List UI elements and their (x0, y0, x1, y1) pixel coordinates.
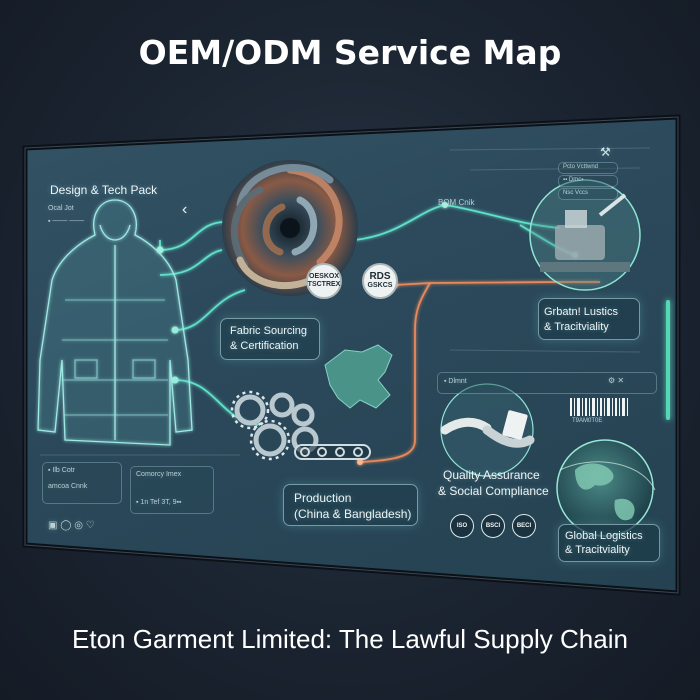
wrench-icon[interactable]: ⚒ (600, 145, 611, 159)
fabric-label-line2: & Certification (230, 340, 299, 352)
logistics-top-line1: Grbatn! Lustics (544, 306, 618, 318)
qa-panel-title: ▪ Dlmnt (444, 378, 467, 385)
footer-tagline: Eton Garment Limited: The Lawful Supply … (72, 624, 628, 654)
cert-beci-badge: BECI (512, 514, 536, 538)
logistics-bar-2: ▪▪ Dmc▪ (558, 175, 618, 187)
logistics-bottom-card[interactable]: Global Logistics & Tracitviality (558, 524, 660, 562)
handshake-graphic (440, 383, 535, 477)
logistics-bottom-line1: Global Logistics (565, 530, 643, 542)
jacket-wireframe (37, 199, 193, 446)
production-line2: (China & Bangladesh) (294, 507, 412, 521)
chevron-left-icon[interactable]: ‹ (182, 201, 188, 218)
conveyor-graphic (294, 444, 371, 460)
fabric-sourcing-card[interactable]: Fabric Sourcing & Certification (220, 318, 320, 360)
bottom-toolbar-icons[interactable]: ▣ ◯ ◎ ♡ (48, 520, 95, 531)
qa-label-line2: & Social Compliance (438, 484, 549, 498)
design-subline-1: Ocal Jot (48, 205, 74, 212)
bottom-left-panel: ▪ Ilb Cotr amcoa Cnnk (42, 462, 122, 504)
design-tech-pack-label: Design & Tech Pack (50, 183, 158, 197)
cert-iso-badge: ISO (450, 514, 474, 538)
cert-bsci-badge: BSCI (481, 514, 505, 538)
barcode-graphic (570, 398, 628, 416)
fabric-label-line1: Fabric Sourcing (230, 325, 308, 337)
logistics-top-card[interactable]: Grbatn! Lustics & Tracitviality (538, 298, 640, 340)
qa-label-line1: Quality Assurance (443, 468, 540, 482)
bottom-left-line: amcoa Cnnk (48, 483, 88, 490)
logistics-top-line2: & Tracitviality (544, 321, 609, 333)
bottom-left-title: ▪ Ilb Cotr (48, 467, 75, 474)
logistics-bar-3: Nsc Vccs (558, 188, 618, 200)
bottom-right-line: ▪ 1n Tef 3T, 9▪▪ (136, 499, 182, 506)
logistics-bar-1: Pcto Vcttwnd (558, 162, 618, 174)
qa-header-panel: ▪ Dlmnt ⚙ ✕ (437, 372, 657, 394)
scrollbar[interactable] (666, 300, 670, 420)
page-title: OEM/ODM Service Map (138, 33, 562, 72)
production-card[interactable]: Production (China & Bangladesh) (283, 484, 418, 526)
logistics-bottom-line2: & Tracitviality (565, 544, 630, 556)
bom-label: BOM Cnik (438, 198, 475, 207)
barcode-text: T9AM0T0E (572, 418, 603, 424)
china-bangladesh-map (324, 344, 393, 409)
bottom-right-title: Comorcy Imex (136, 471, 182, 478)
production-line1: Production (294, 491, 352, 505)
globe-graphic (556, 439, 656, 537)
settings-icon[interactable]: ⚙ ✕ (608, 376, 625, 385)
bottom-right-panel: Comorcy Imex ▪ 1n Tef 3T, 9▪▪ (130, 466, 214, 514)
design-subline-2: ▪ ─── ─── (48, 218, 85, 225)
